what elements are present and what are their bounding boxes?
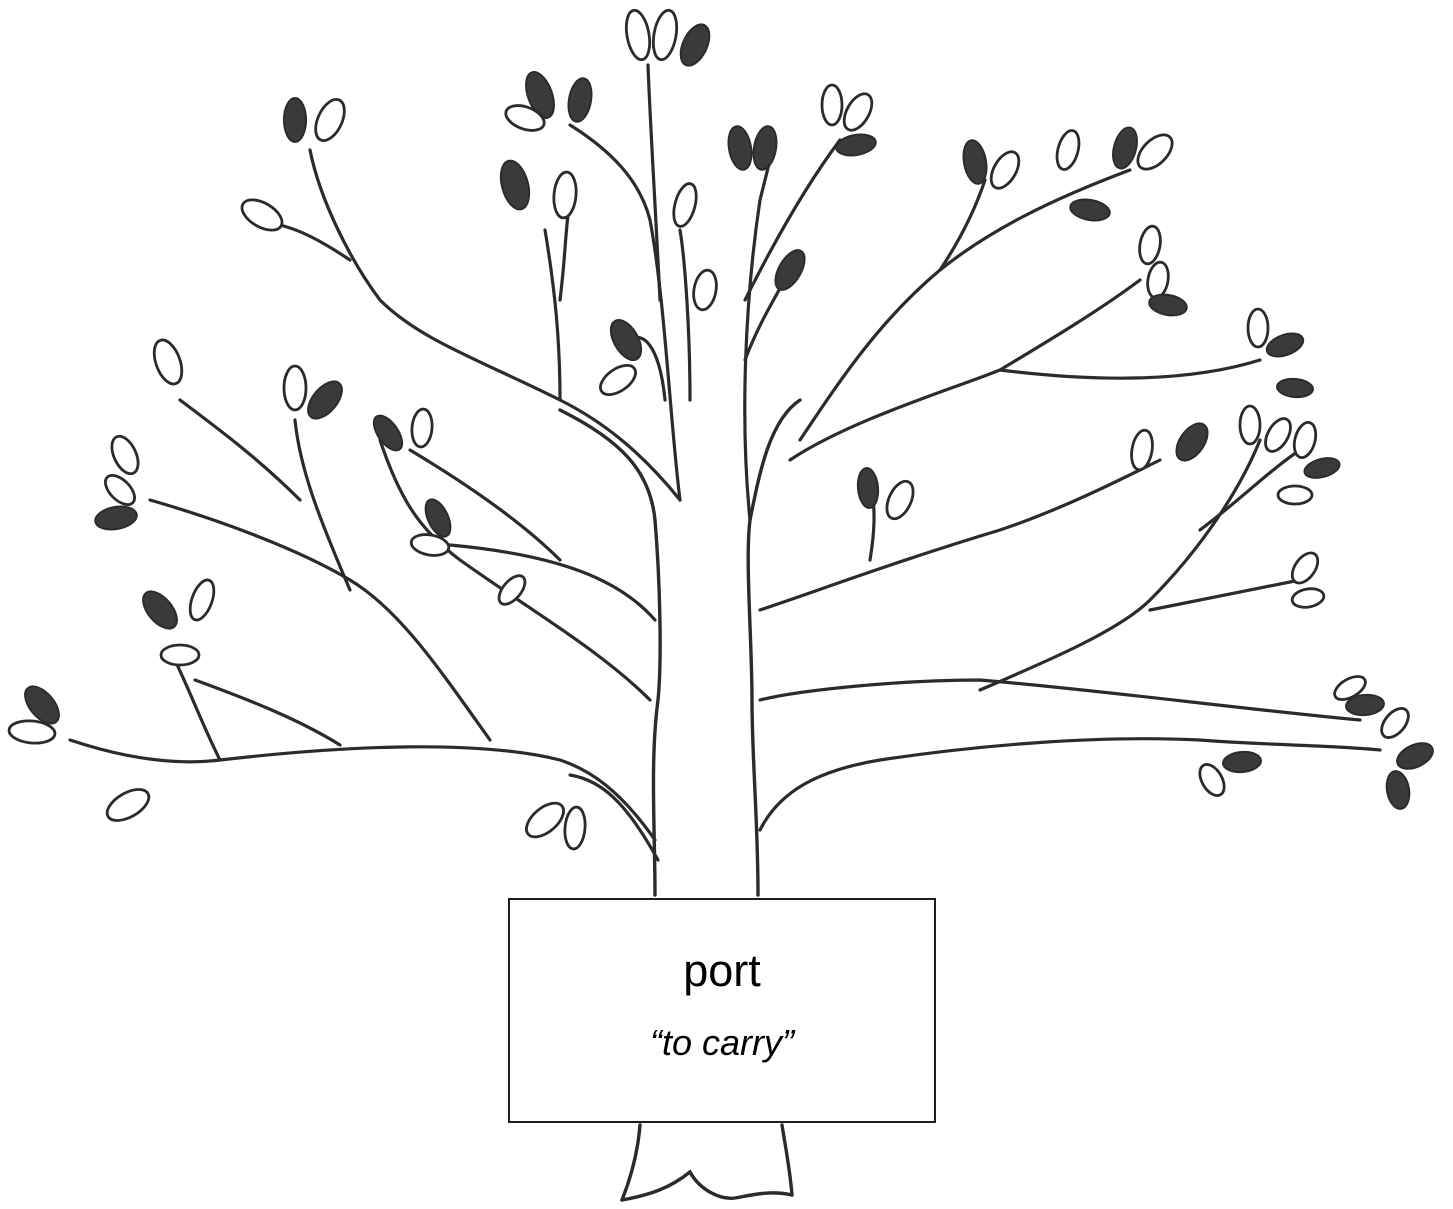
- leaf-icon: [1198, 763, 1226, 797]
- root-word-card: port “to carry”: [508, 898, 936, 1123]
- leaf-icon: [188, 578, 216, 622]
- leaf-icon: [679, 23, 711, 67]
- leaf-icon: [525, 801, 565, 839]
- leaf-icon: [552, 170, 578, 220]
- leaf-icon: [1222, 750, 1262, 774]
- leaf-icon: [835, 133, 877, 157]
- leaf-icon: [142, 590, 178, 630]
- leaf-icon: [989, 150, 1021, 190]
- leaf-icon: [820, 83, 844, 127]
- leaf-icon: [1292, 421, 1318, 459]
- root-word: port: [683, 945, 761, 996]
- leaf-icon: [567, 77, 593, 123]
- leaf-icon: [424, 498, 452, 538]
- leaf-icon: [1345, 693, 1385, 717]
- leaf-icon: [240, 198, 284, 232]
- left-branches: [68, 63, 692, 862]
- leaf-icon: [1380, 707, 1410, 739]
- leaf-icon: [410, 407, 434, 449]
- leaf-icon: [1290, 551, 1320, 585]
- leaf-icon: [1146, 260, 1170, 300]
- leaf-icon: [314, 98, 346, 142]
- leaf-icon: [1385, 770, 1411, 810]
- leaf-icon: [104, 474, 136, 506]
- leaf-icon: [497, 574, 527, 606]
- leaf-icon: [94, 505, 138, 531]
- leaf-icon: [525, 71, 555, 119]
- leaves: [7, 8, 1434, 851]
- leaf-icon: [1175, 422, 1209, 462]
- leaf-icon: [7, 719, 57, 745]
- leaf-icon: [1333, 675, 1367, 701]
- right-branches: [743, 138, 1382, 832]
- leaf-icon: [1148, 293, 1188, 317]
- leaf-icon: [24, 685, 60, 725]
- leaf-icon: [609, 319, 643, 361]
- leaf-icon: [1290, 587, 1326, 609]
- leaf-icon: [1303, 457, 1341, 479]
- root-meaning: “to carry”: [650, 1022, 794, 1063]
- leaf-icon: [752, 125, 778, 171]
- leaf-icon: [283, 97, 307, 143]
- leaf-icon: [1055, 129, 1081, 171]
- leaf-icon: [152, 338, 184, 386]
- leaf-icon: [651, 8, 679, 62]
- leaf-icon: [1276, 377, 1314, 399]
- leaf-icon: [1396, 742, 1434, 770]
- leaf-icon: [672, 182, 698, 228]
- leaf-icon: [499, 159, 531, 211]
- tree-trunk: [558, 398, 802, 1202]
- leaf-icon: [624, 8, 652, 62]
- leaf-icon: [1130, 428, 1154, 472]
- leaf-icon: [110, 434, 140, 476]
- leaf-icon: [885, 479, 915, 521]
- leaf-icon: [1136, 133, 1174, 171]
- leaf-icon: [282, 364, 308, 412]
- leaf-icon: [372, 414, 404, 452]
- leaf-icon: [563, 805, 587, 851]
- leaf-icon: [1264, 417, 1292, 453]
- leaf-icon: [105, 788, 151, 822]
- leaf-icon: [774, 249, 806, 291]
- leaf-icon: [727, 125, 753, 171]
- leaf-icon: [409, 533, 451, 557]
- leaf-icon: [307, 380, 343, 420]
- leaf-icon: [1112, 126, 1138, 170]
- leaf-icon: [1238, 404, 1262, 446]
- leaf-icon: [1265, 332, 1305, 358]
- leaf-icon: [856, 467, 880, 509]
- leaf-icon: [159, 643, 201, 667]
- leaf-icon: [1069, 198, 1111, 222]
- leaf-icon: [962, 139, 988, 185]
- leaf-icon: [599, 364, 637, 396]
- leaf-icon: [504, 104, 546, 132]
- leaf-icon: [692, 268, 718, 312]
- leaf-icon: [1276, 484, 1314, 506]
- leaf-icon: [1138, 224, 1162, 266]
- leaf-icon: [1246, 307, 1270, 349]
- leaf-icon: [842, 92, 874, 132]
